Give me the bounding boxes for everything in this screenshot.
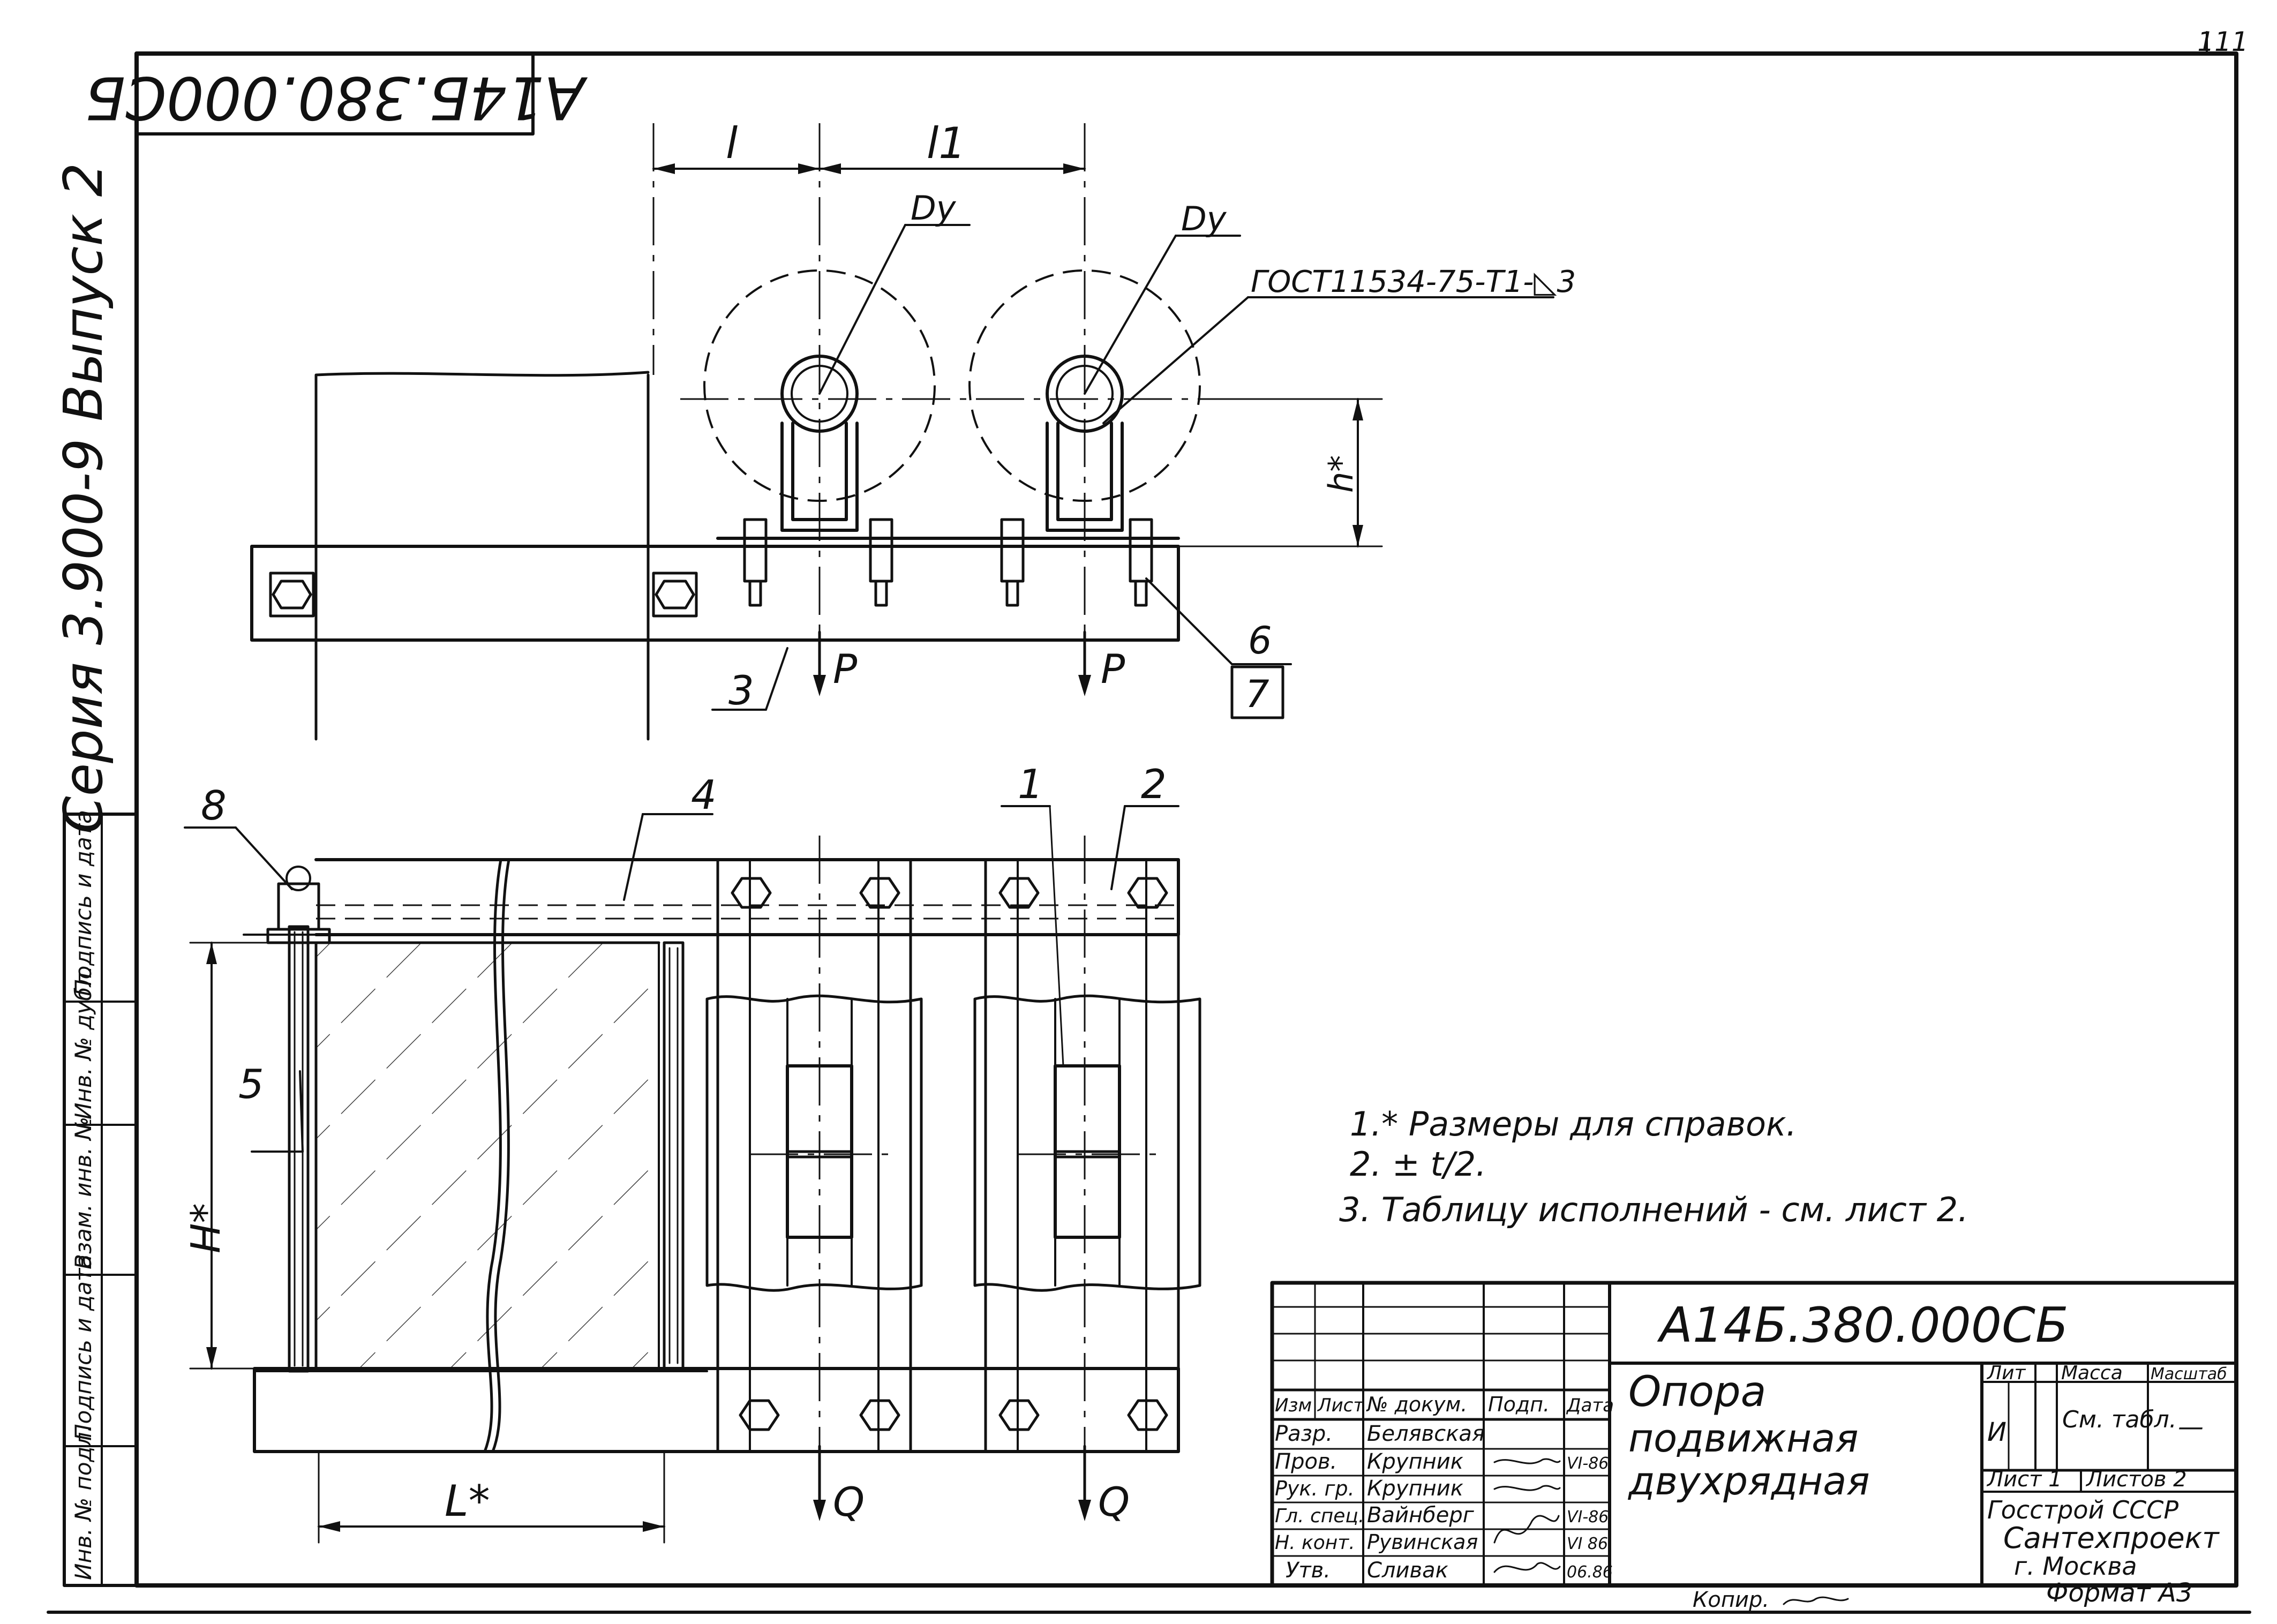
date-0: VI-86 <box>1567 1454 1609 1473</box>
role-4: Н. конт. <box>1275 1532 1355 1554</box>
name-0: Белявская <box>1367 1422 1485 1446</box>
callout-5: 5 <box>238 1061 264 1108</box>
role-2: Рук. гр. <box>1275 1477 1355 1500</box>
title-line-2: подвижная <box>1628 1416 1859 1461</box>
mass-value: См. табл. <box>2062 1406 2177 1433</box>
notes: 1.* Размеры для справок. 2. ± t/2. 3. Та… <box>1339 1104 1968 1229</box>
mass-label: Масса <box>2061 1362 2123 1384</box>
dim-h: h* <box>1321 455 1361 493</box>
callout-1: 1 <box>1018 761 1043 808</box>
side-elevation: Q Q H* L* 8 5 4 1 2 <box>182 761 1201 1544</box>
load-q-1: Q <box>833 1478 865 1525</box>
note-1: 1.* Размеры для справок. <box>1350 1104 1797 1144</box>
name-1: Крупник <box>1367 1449 1463 1474</box>
doc-code: А14Б.380.000СБ <box>1657 1297 2068 1354</box>
dim-l1: l1 <box>927 118 966 168</box>
name-4: Рувинская <box>1367 1530 1478 1554</box>
name-3: Вайнберг <box>1367 1503 1475 1528</box>
col-header-list: Лист <box>1317 1395 1364 1416</box>
org-line-1: Госстрой СССР <box>1987 1495 2178 1524</box>
title-block: А14Б.380.000СБ Изм Лист № докум. Подп. Д… <box>1270 1281 2238 1588</box>
col-header-sign: Подп. <box>1488 1393 1550 1416</box>
callout-4: 4 <box>691 771 717 818</box>
date-2: VI-86 <box>1567 1508 1609 1527</box>
note-2: 2. ± t/2. <box>1350 1145 1486 1184</box>
weld-note: ГОСТ11534-75-Т1-◺3 <box>1251 265 1576 299</box>
load-p-1: P <box>833 645 858 693</box>
lit-label: Лит <box>1986 1362 2026 1384</box>
strip-label-2: Взам. инв. № <box>70 1117 96 1269</box>
callout-2: 2 <box>1141 761 1167 808</box>
name-2: Крупник <box>1367 1476 1463 1501</box>
signatures <box>1493 1458 1561 1573</box>
doc-code-rotated-box: А14Б.380.000СБ <box>85 52 588 136</box>
callout-8: 8 <box>201 782 227 829</box>
load-p-2: P <box>1101 645 1125 693</box>
dim-L: L* <box>445 1476 490 1526</box>
name-5: Сливак <box>1367 1558 1448 1583</box>
note-3: 3. Таблицу исполнений - см. лист 2. <box>1339 1190 1968 1229</box>
title-line-1: Опора <box>1628 1368 1766 1416</box>
callout-6: 6 <box>1248 619 1272 663</box>
date-4: 06.86 <box>1567 1563 1613 1582</box>
col-header-date: Дата <box>1566 1395 1614 1416</box>
org-line-3: г. Москва <box>2014 1552 2137 1581</box>
load-q-2: Q <box>1098 1478 1130 1525</box>
col-header-doc: № докум. <box>1366 1393 1467 1416</box>
sheet-count: Листов 2 <box>2085 1467 2187 1492</box>
org-line-2: Сантехпроект <box>2003 1521 2220 1555</box>
dim-dy-2: Dу <box>1181 199 1227 238</box>
dim-dy-1: Dу <box>911 189 957 228</box>
format-label: Формат А3 <box>2046 1578 2192 1608</box>
role-0: Разр. <box>1275 1422 1333 1446</box>
date-3: VI 86 <box>1567 1535 1608 1553</box>
role-1: Пров. <box>1275 1449 1337 1474</box>
doc-code-rotated: А14Б.380.000СБ <box>85 64 588 132</box>
dim-l: l <box>726 118 738 168</box>
title-line-3: двухрядная <box>1627 1458 1870 1503</box>
strip-label-1: Подпись и дата <box>70 1254 96 1441</box>
scale-label: Масштаб <box>2151 1365 2227 1384</box>
side-series: Серия 3.900-9 Выпуск 2 <box>52 163 115 833</box>
role-5: Утв. <box>1286 1558 1331 1583</box>
sheet-page-number: 111 <box>2197 26 2248 57</box>
col-header-izm: Изм <box>1275 1395 1312 1416</box>
left-approval-strip: Инв. № подл. Подпись и дата Взам. инв. №… <box>63 810 138 1587</box>
front-elevation: l l1 Dу Dу ГОСТ11534-75-Т1-◺3 h* P P 3 <box>250 118 1576 741</box>
callout-3: 3 <box>728 667 754 714</box>
copier-signature <box>1783 1596 1849 1605</box>
sheet-number: Лист 1 <box>1986 1467 2062 1492</box>
strip-label-4: Подпись и дата <box>70 810 96 996</box>
role-3: Гл. спец. <box>1275 1505 1364 1527</box>
strip-label-0: Инв. № подл. <box>70 1425 96 1580</box>
lit-value: И <box>1987 1417 2007 1447</box>
sheet-frame <box>47 31 2251 1614</box>
scale-value: — <box>2178 1412 2204 1442</box>
dim-H: H* <box>182 1203 229 1253</box>
callout-7: 7 <box>1245 672 1269 716</box>
strip-label-3: Инв. № дубл. <box>70 966 96 1119</box>
copied-label: Копир. <box>1693 1588 1769 1612</box>
